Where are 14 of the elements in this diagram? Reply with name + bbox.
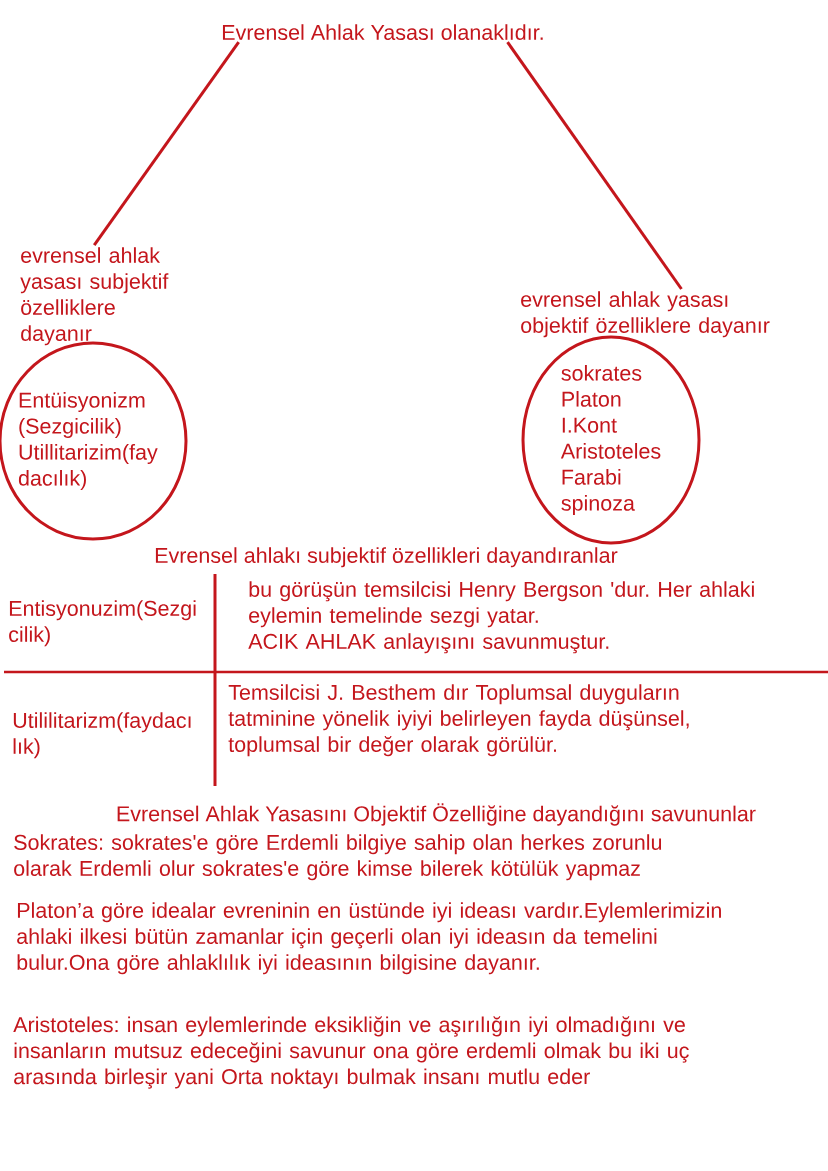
branch-text: evrensel ahlak yasası objektif özelliklere dayanır	[521, 291, 770, 338]
term-text: Utililitarizm(faydacı lık)	[13, 712, 191, 759]
description-text: Temsilcisi J. Besthem dır Toplumsal duyguların tatminine yönelik iyiyi belirleyen fayda düşünsel, toplumsal bir değer olarak görülür.	[228, 684, 689, 757]
paragraph: Sokrates: sokrates'e göre Erdemli bilgiye sahip olan herkes zorunlu olarak Erdemli olur sokrates'e göre kimse bilerek kötülük yapmaz	[14, 834, 662, 881]
paragraph: Aristoteles: insan eylemlerinde eksikliğin ve aşırılığın iyi olmadığını ve insanların mutsuz edeceğini savunur ona göre erdemli olmak bu iki uç arasında birleşir yani Orta noktayı bulmak insanı mutlu eder	[13, 1016, 689, 1089]
term-text: Entisyonuzim(Sezgi cilik)	[9, 600, 196, 647]
heading: Evrensel Ahlak Yasası olanaklıdır.	[222, 24, 543, 40]
connector-line	[93, 41, 240, 246]
connector-line	[506, 41, 683, 290]
description-text: bu görüşün temsilcisi Henry Bergson 'dur. Her ahlaki eylemin temelinde sezgi yatar.	[249, 581, 754, 628]
table-heading: Evrensel ahlakı subjektif özellikleri dayandıranlar	[155, 547, 618, 568]
section-heading: Evrensel Ahlak Yasasını Objektif Özelliğine dayandığını savununlar	[117, 803, 756, 826]
description-text: ACIK AHLAK anlayışını savunmuştur.	[248, 633, 609, 654]
paragraph: Platon’a göre idealar evreninin en üstünde iyi ideası vardır.Eylemlerimizin ahlaki ilkesi bütün zamanlar için geçerli olan iyi ideasın da temelini bulur.Ona göre ahlaklılık iyi ideasının bilgisine dayanır.	[17, 902, 721, 975]
